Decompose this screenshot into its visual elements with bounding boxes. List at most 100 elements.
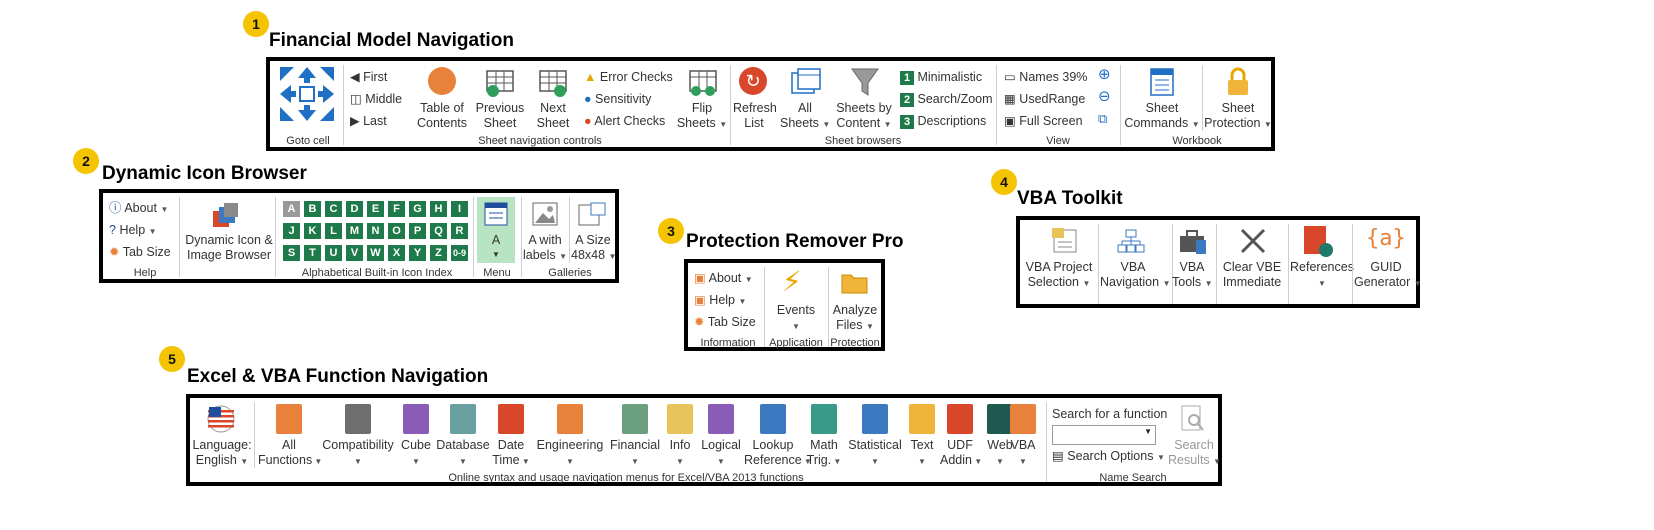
table-of-contents-icon bbox=[428, 67, 456, 95]
icon-index-letter[interactable]: L bbox=[325, 223, 342, 239]
minimalistic-button[interactable]: 1 Minimalistic bbox=[900, 69, 982, 85]
help-button[interactable]: ▣ Help ▼ bbox=[694, 293, 747, 307]
function-category-button[interactable]: Financial ▼ bbox=[609, 438, 661, 466]
icon-index-letter[interactable]: B bbox=[304, 201, 321, 217]
icon-index-letter[interactable]: X bbox=[388, 245, 405, 261]
search-zoom-button[interactable]: 2 Search/Zoom bbox=[900, 91, 993, 107]
function-category-button[interactable]: Logical ▼ bbox=[701, 438, 741, 466]
names-zoom-button[interactable]: ▭ Names 39% bbox=[1004, 70, 1088, 84]
dynamic-icon-image-browser-button[interactable]: Dynamic Icon &Image Browser bbox=[185, 233, 273, 262]
icon-index-letter[interactable]: K bbox=[304, 223, 321, 239]
references-button[interactable]: References▼ bbox=[1290, 260, 1354, 288]
last-button[interactable]: ▶ Last bbox=[350, 114, 387, 128]
separator bbox=[254, 402, 255, 468]
function-category-button[interactable]: VBA ▼ bbox=[1010, 438, 1036, 466]
function-category-button[interactable]: Text ▼ bbox=[910, 438, 934, 466]
full-screen-button[interactable]: ▣ Full Screen bbox=[1004, 114, 1083, 128]
function-category-button[interactable]: Cube ▼ bbox=[401, 438, 431, 466]
search-function-combo[interactable]: ▼ bbox=[1052, 425, 1156, 445]
category-book-icon bbox=[498, 404, 524, 434]
error-checks-button[interactable]: ▲ Error Checks bbox=[584, 70, 673, 84]
icon-index-letter[interactable]: N bbox=[367, 223, 384, 239]
menu-a-button[interactable]: A ▼ bbox=[477, 197, 515, 263]
icon-index-letter[interactable]: P bbox=[409, 223, 426, 239]
language-english-button[interactable]: Language:English ▼ bbox=[192, 438, 252, 467]
function-category-button[interactable]: Engineering ▼ bbox=[536, 438, 604, 466]
tab-size-button[interactable]: ✹ Tab Size bbox=[109, 245, 171, 259]
icon-index-letter[interactable]: V bbox=[346, 245, 363, 261]
icon-index-letter[interactable]: G bbox=[409, 201, 426, 217]
icon-index-letter[interactable]: A bbox=[283, 201, 300, 217]
group-label-menu: Menu bbox=[483, 267, 511, 279]
tab-size-button[interactable]: ✹ Tab Size bbox=[694, 315, 756, 329]
icon-index-letter[interactable]: D bbox=[346, 201, 363, 217]
icon-index-letter[interactable]: 0-9 bbox=[451, 245, 468, 261]
goto-cell-arrows-icon[interactable] bbox=[278, 65, 336, 123]
icon-index-letter[interactable]: T bbox=[304, 245, 321, 261]
zoom-in-icon[interactable]: ⊕ bbox=[1098, 66, 1111, 83]
dropdown-arrow-icon: ▼ bbox=[1213, 457, 1222, 466]
icon-index-letter[interactable]: I bbox=[451, 201, 468, 217]
function-category-button[interactable]: Compatibility ▼ bbox=[322, 438, 394, 466]
about-button[interactable]: ▣ About ▼ bbox=[694, 271, 753, 285]
function-category-button[interactable]: Database ▼ bbox=[436, 438, 490, 466]
icon-index-letter[interactable]: S bbox=[283, 245, 300, 261]
icon-index-letter[interactable]: O bbox=[388, 223, 405, 239]
function-category-button[interactable]: Info ▼ bbox=[669, 438, 691, 466]
zoom-out-icon[interactable]: ⊖ bbox=[1098, 88, 1111, 105]
dropdown-arrow-icon: ▼ bbox=[1204, 279, 1213, 288]
icon-index-letter[interactable]: Q bbox=[430, 223, 447, 239]
events-button[interactable]: Events▼ bbox=[776, 303, 816, 331]
icon-index-letter[interactable]: E bbox=[367, 201, 384, 217]
group-label-goto-cell: Goto cell bbox=[286, 135, 330, 147]
alert-checks-button[interactable]: ● Alert Checks bbox=[584, 114, 666, 128]
icon-index-letter[interactable]: R bbox=[451, 223, 468, 239]
sensitivity-button[interactable]: ● Sensitivity bbox=[584, 92, 652, 106]
function-category-button[interactable]: Web ▼ bbox=[987, 438, 1013, 466]
zoom-selection-icon[interactable]: ⧉ bbox=[1098, 111, 1108, 126]
icon-index-letter[interactable]: W bbox=[367, 245, 384, 261]
icon-index-letter[interactable]: J bbox=[283, 223, 300, 239]
function-category-button[interactable]: Statistical ▼ bbox=[848, 438, 902, 466]
dropdown-arrow-icon: ▼ bbox=[676, 457, 684, 466]
icon-index-letter[interactable]: M bbox=[346, 223, 363, 239]
used-range-button[interactable]: ▦ UsedRange bbox=[1004, 92, 1086, 106]
us-flag-icon bbox=[207, 405, 235, 433]
icon-index-letter[interactable]: H bbox=[430, 201, 447, 217]
dropdown-arrow-icon: ▼ bbox=[1413, 279, 1422, 288]
middle-button[interactable]: ◫ Middle bbox=[350, 92, 403, 106]
about-button[interactable]: ⓘ About ▼ bbox=[109, 201, 169, 215]
search-options-button[interactable]: ▤ Search Options ▼ bbox=[1052, 449, 1165, 463]
icon-index-letter[interactable]: Z bbox=[430, 245, 447, 261]
descriptions-button[interactable]: 3 Descriptions bbox=[900, 113, 986, 129]
help-button[interactable]: ? Help ▼ bbox=[109, 223, 157, 237]
icon-index-letter[interactable]: C bbox=[325, 201, 342, 217]
icon-index-letter[interactable]: U bbox=[325, 245, 342, 261]
first-button[interactable]: ◀ First bbox=[350, 70, 388, 84]
icon-index-letter[interactable]: F bbox=[388, 201, 405, 217]
icon-index-letter[interactable]: Y bbox=[409, 245, 426, 261]
